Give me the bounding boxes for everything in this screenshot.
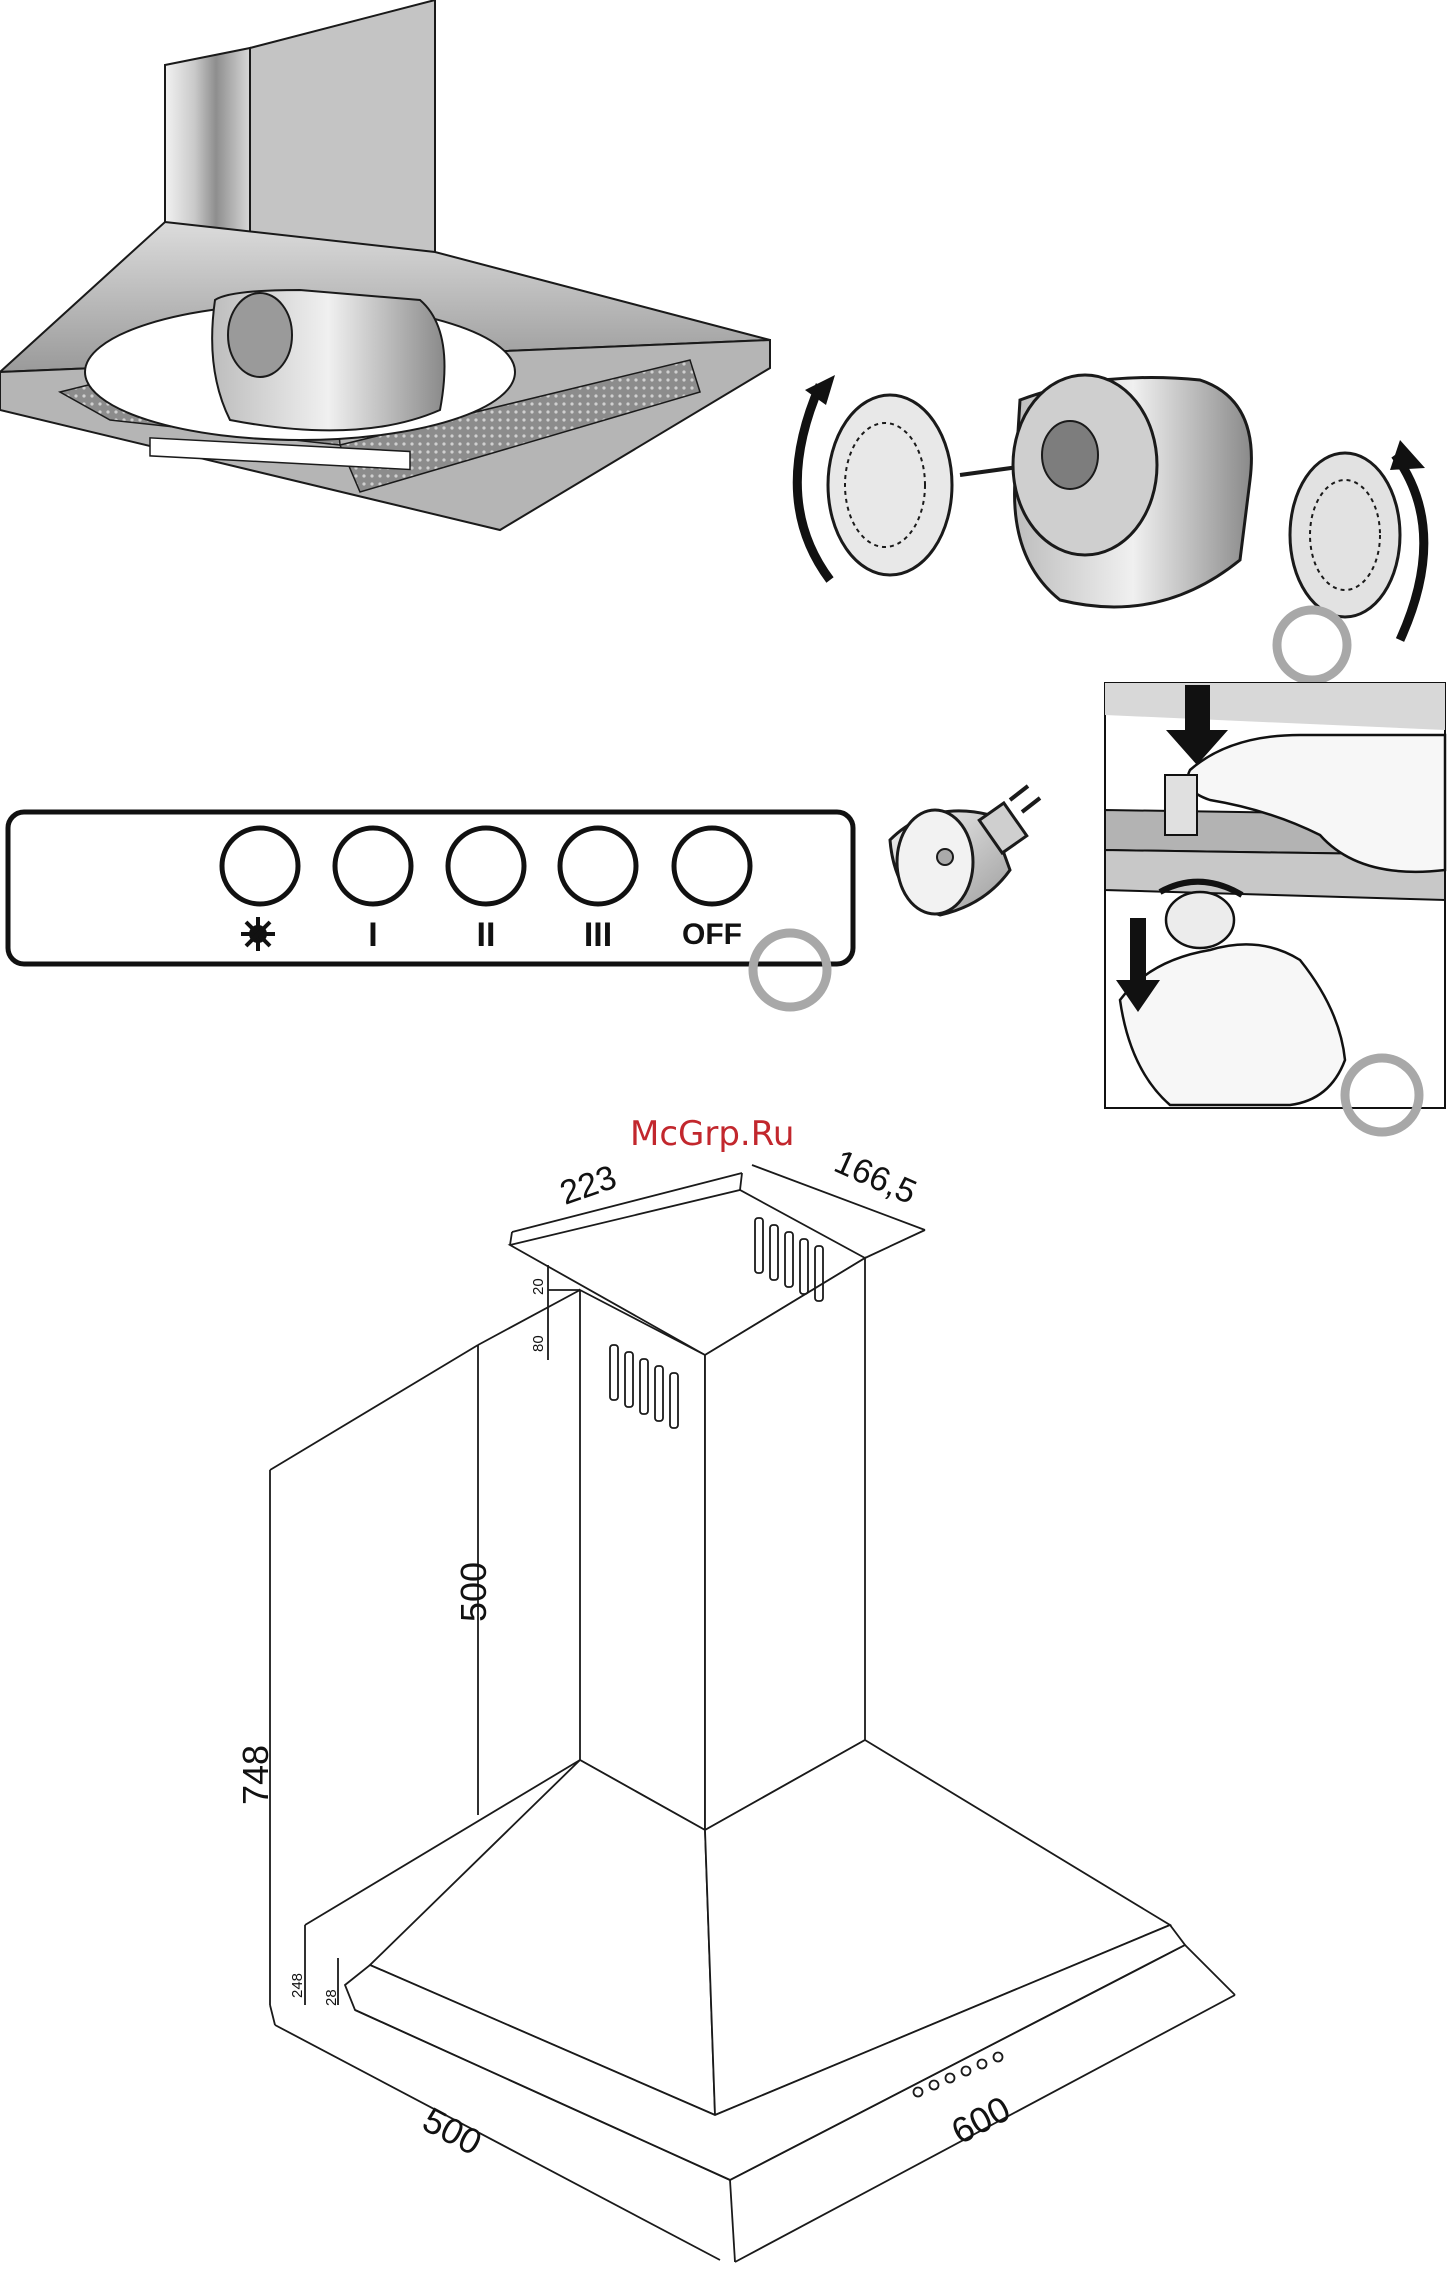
control-panel: I II III OFF bbox=[8, 812, 853, 1007]
motor-fan-wheel bbox=[228, 293, 292, 377]
dim-slot-height-label: 80 bbox=[530, 1335, 547, 1352]
rotate-arrowhead-right bbox=[1390, 440, 1425, 470]
chimney-front-face bbox=[250, 0, 435, 262]
rotate-arrow-left bbox=[797, 385, 830, 580]
lamp-replacement-inset bbox=[1105, 683, 1445, 1132]
dim-depth-label: 500 bbox=[416, 2099, 488, 2163]
control-button-off[interactable] bbox=[674, 828, 750, 904]
off-label: OFF bbox=[682, 918, 742, 951]
chimney-front-face-drawing bbox=[580, 1290, 705, 1830]
callout-circle-motor bbox=[1277, 610, 1347, 680]
dim-rim-height-label: 28 bbox=[323, 1989, 340, 2006]
dim-total-height-label: 748 bbox=[235, 1745, 276, 1805]
inset-bulb-removed bbox=[1166, 892, 1234, 948]
motor-intake-hub bbox=[1042, 421, 1098, 489]
control-button-speed-3[interactable] bbox=[560, 828, 636, 904]
bulb-pin-1 bbox=[1010, 786, 1028, 800]
bulb-lens bbox=[897, 810, 973, 914]
dim-slot-top-label: 20 bbox=[530, 1278, 547, 1295]
speed-2-label: II bbox=[477, 916, 496, 954]
dim-top-depth-label: 166,5 bbox=[829, 1143, 922, 1212]
control-button-speed-2[interactable] bbox=[448, 828, 524, 904]
dim-width-label: 600 bbox=[945, 2088, 1017, 2152]
dim-canopy-height-label: 248 bbox=[289, 1973, 306, 1998]
watermark-text: McGrp.Ru bbox=[630, 1114, 794, 1154]
speed-3-label: III bbox=[584, 916, 612, 954]
motor-disassembly-illustration bbox=[797, 375, 1425, 680]
light-icon bbox=[241, 917, 275, 951]
dim-chimney-height-label: 500 bbox=[453, 1562, 494, 1622]
hood-perspective-illustration bbox=[0, 0, 770, 530]
speed-1-label: I bbox=[368, 916, 377, 954]
chimney-side-face-drawing bbox=[705, 1258, 865, 1830]
dimension-drawing bbox=[270, 1165, 1235, 2262]
dim-top-width-label: 223 bbox=[555, 1158, 621, 1212]
halogen-bulb-illustration bbox=[890, 786, 1040, 915]
fan-cover-right bbox=[1290, 453, 1400, 617]
bulb-pin-2 bbox=[1022, 798, 1040, 812]
fan-cover-left bbox=[828, 395, 952, 575]
bulb-filament bbox=[937, 849, 953, 865]
inset-light-lens bbox=[1165, 775, 1197, 835]
control-button-speed-1[interactable] bbox=[335, 828, 411, 904]
control-button-light[interactable] bbox=[222, 828, 298, 904]
